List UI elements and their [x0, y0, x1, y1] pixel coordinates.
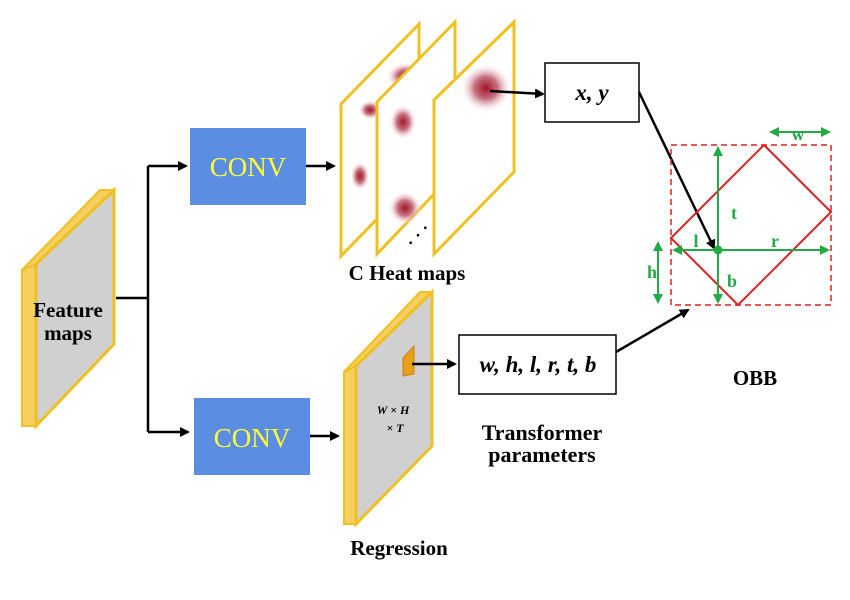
obb-bounding-box — [670, 144, 832, 306]
heat-maps-label: C Heat maps — [349, 261, 466, 285]
params-box: w, h, l, r, t, b — [458, 334, 617, 395]
obb-t-label: t — [731, 203, 737, 223]
arrow-heatmap-to-xy — [489, 88, 545, 99]
arrow-params-to-obb — [615, 308, 690, 354]
obb-diagram: w h t b l r OBB — [647, 124, 833, 390]
xy-box: x, y — [544, 62, 640, 123]
conv-bottom-block: CONV — [194, 398, 310, 475]
obb-b-label: b — [727, 271, 737, 291]
feature-maps-block: Feature maps — [21, 186, 117, 430]
regression-dims-2: × T — [386, 421, 404, 435]
conv-top-label: CONV — [210, 152, 287, 182]
obb-label: OBB — [733, 366, 777, 390]
regression-block: W × H × T Regression — [343, 288, 448, 560]
conv-top-block: CONV — [190, 128, 306, 205]
feature-maps-label-1: Feature — [33, 298, 103, 322]
branch-connectors — [116, 161, 190, 437]
heat-map-layer-front — [432, 18, 516, 258]
transformer-label-1: Transformer — [482, 420, 603, 445]
obb-h-label: h — [647, 262, 657, 282]
regression-dims-1: W × H — [377, 403, 410, 417]
regression-cell — [402, 344, 415, 377]
obb-rotated-box — [669, 143, 833, 307]
heat-maps-ellipsis: ⋰ — [407, 222, 429, 247]
obb-l-label: l — [693, 231, 698, 251]
obb-w-label: w — [792, 124, 805, 144]
obb-r-label: r — [771, 231, 779, 251]
heat-maps-stack: ⋰ C Heat maps — [339, 18, 516, 285]
transformer-label-2: parameters — [488, 442, 596, 467]
xy-label: x, y — [574, 80, 609, 105]
regression-label: Regression — [350, 536, 448, 560]
params-label: w, h, l, r, t, b — [480, 352, 597, 377]
obb-center-point — [713, 245, 723, 255]
feature-maps-label-2: maps — [44, 321, 92, 345]
arrow-xy-to-obb-center — [637, 91, 716, 250]
conv-bottom-label: CONV — [214, 423, 291, 453]
